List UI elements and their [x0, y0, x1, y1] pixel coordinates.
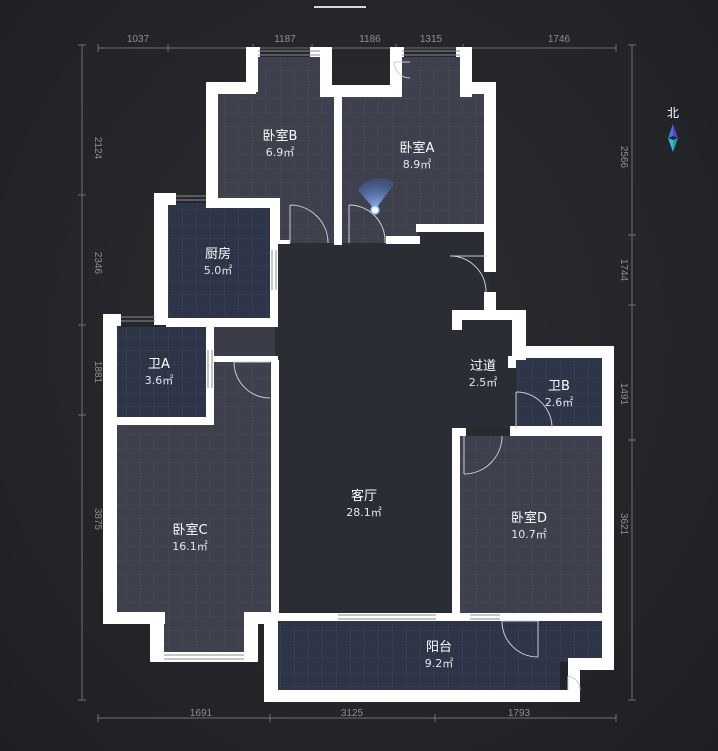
dim-right-4: 3621 — [618, 513, 629, 536]
bedroom-c-floor[interactable] — [117, 360, 273, 652]
dim-right-3: 1491 — [618, 383, 629, 406]
room-area-balcony: 9.2㎡ — [425, 657, 454, 670]
room-name-living: 客厅 — [351, 488, 377, 504]
windows — [121, 50, 500, 660]
corridor-floor[interactable] — [458, 318, 514, 428]
room-area-corridor: 2.5㎡ — [469, 376, 498, 389]
door-bedroom-a[interactable] — [348, 204, 386, 244]
room-area-kitchen: 5.0㎡ — [204, 264, 233, 277]
compass-label: 北 — [666, 106, 679, 120]
room-name-bath-a: 卫A — [148, 357, 170, 372]
room-name-bedroom-a: 卧室A — [400, 140, 435, 156]
room-labels: 卧室B 6.9㎡ 卧室A 8.9㎡ 厨房 5.0㎡ 卫A 3.6㎡ 过道 2.5… — [145, 128, 574, 670]
dim-top-1: 1037 — [127, 34, 150, 45]
door-balcony-small — [567, 675, 581, 691]
door-entrance[interactable] — [449, 255, 487, 293]
dim-top-4: 1315 — [420, 34, 443, 45]
room-name-balcony: 阳台 — [426, 640, 452, 655]
door-bedroom-c[interactable] — [233, 361, 271, 399]
room-area-bath-a: 3.6㎡ — [145, 374, 174, 387]
dim-bottom-2: 3125 — [341, 708, 364, 719]
dim-left-2: 2346 — [92, 252, 103, 275]
room-name-bedroom-c: 卧室C — [172, 522, 207, 538]
viewpoint-marker[interactable] — [358, 178, 395, 215]
door-balcony[interactable] — [501, 620, 539, 658]
door-bath-b[interactable] — [515, 391, 553, 429]
bedroom-d-floor[interactable] — [460, 436, 602, 614]
dim-bottom-3: 1793 — [508, 708, 531, 719]
dimension-lines — [78, 44, 636, 722]
door-bedroom-b[interactable] — [289, 204, 329, 244]
room-floors — [117, 57, 602, 690]
balcony-floor[interactable] — [278, 621, 602, 690]
north-arrow-icon — [668, 124, 678, 152]
dim-bottom-1: 1691 — [190, 708, 213, 719]
dim-top-3: 1186 — [359, 34, 381, 45]
bath-b-floor[interactable] — [516, 358, 602, 428]
door-bedroom-d[interactable] — [463, 435, 503, 475]
room-name-corridor: 过道 — [470, 359, 496, 374]
room-area-bedroom-c: 16.1㎡ — [172, 540, 208, 553]
door-window-a — [393, 61, 411, 79]
doors — [233, 61, 581, 691]
walls — [103, 47, 614, 702]
room-name-bath-b: 卫B — [548, 379, 570, 394]
bedroom-b-floor[interactable] — [218, 57, 340, 243]
dim-top-5: 1746 — [548, 34, 571, 45]
room-name-kitchen: 厨房 — [205, 246, 231, 262]
dim-right-2: 1744 — [618, 259, 629, 282]
kitchen-floor[interactable] — [166, 203, 272, 321]
dim-left-4: 3875 — [92, 508, 103, 531]
room-area-living: 28.1㎡ — [346, 506, 382, 519]
room-area-bedroom-b: 6.9㎡ — [266, 146, 295, 159]
dim-right-1: 2566 — [618, 146, 629, 169]
dim-top-2: 1187 — [274, 34, 296, 45]
top-marker — [314, 6, 366, 8]
room-area-bath-b: 2.6㎡ — [545, 396, 574, 409]
bath-a-floor[interactable] — [117, 327, 209, 417]
room-area-bedroom-a: 8.9㎡ — [403, 158, 432, 171]
living-floor[interactable] — [275, 243, 458, 618]
dim-left-3: 1881 — [92, 361, 103, 384]
room-name-bedroom-b: 卧室B — [263, 128, 298, 144]
dim-left-1: 2124 — [92, 137, 103, 160]
dimension-labels: 1037 1187 1186 1315 1746 1691 3125 1793 … — [92, 34, 629, 719]
room-area-bedroom-d: 10.7㎡ — [511, 528, 547, 541]
room-name-bedroom-d: 卧室D — [511, 510, 547, 526]
